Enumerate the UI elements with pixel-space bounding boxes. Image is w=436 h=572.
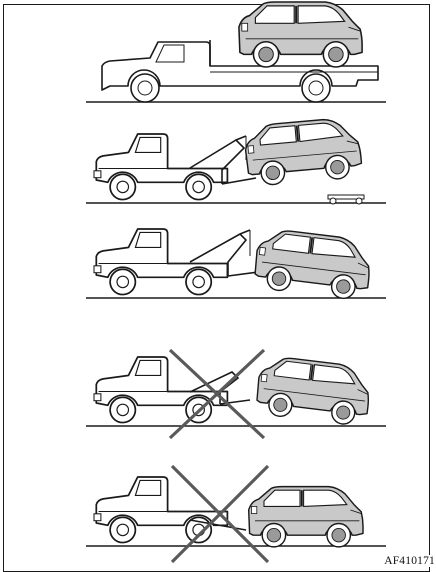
wheel-dolly-tow-icon <box>86 117 386 204</box>
flatbed-tow-truck-icon <box>86 2 386 102</box>
figure-id-label: AF410171 <box>383 555 436 567</box>
prohibited-rear-lift-icon <box>86 350 386 438</box>
front-lift-tow-icon <box>86 227 386 301</box>
prohibited-sling-tow-icon <box>86 466 386 562</box>
